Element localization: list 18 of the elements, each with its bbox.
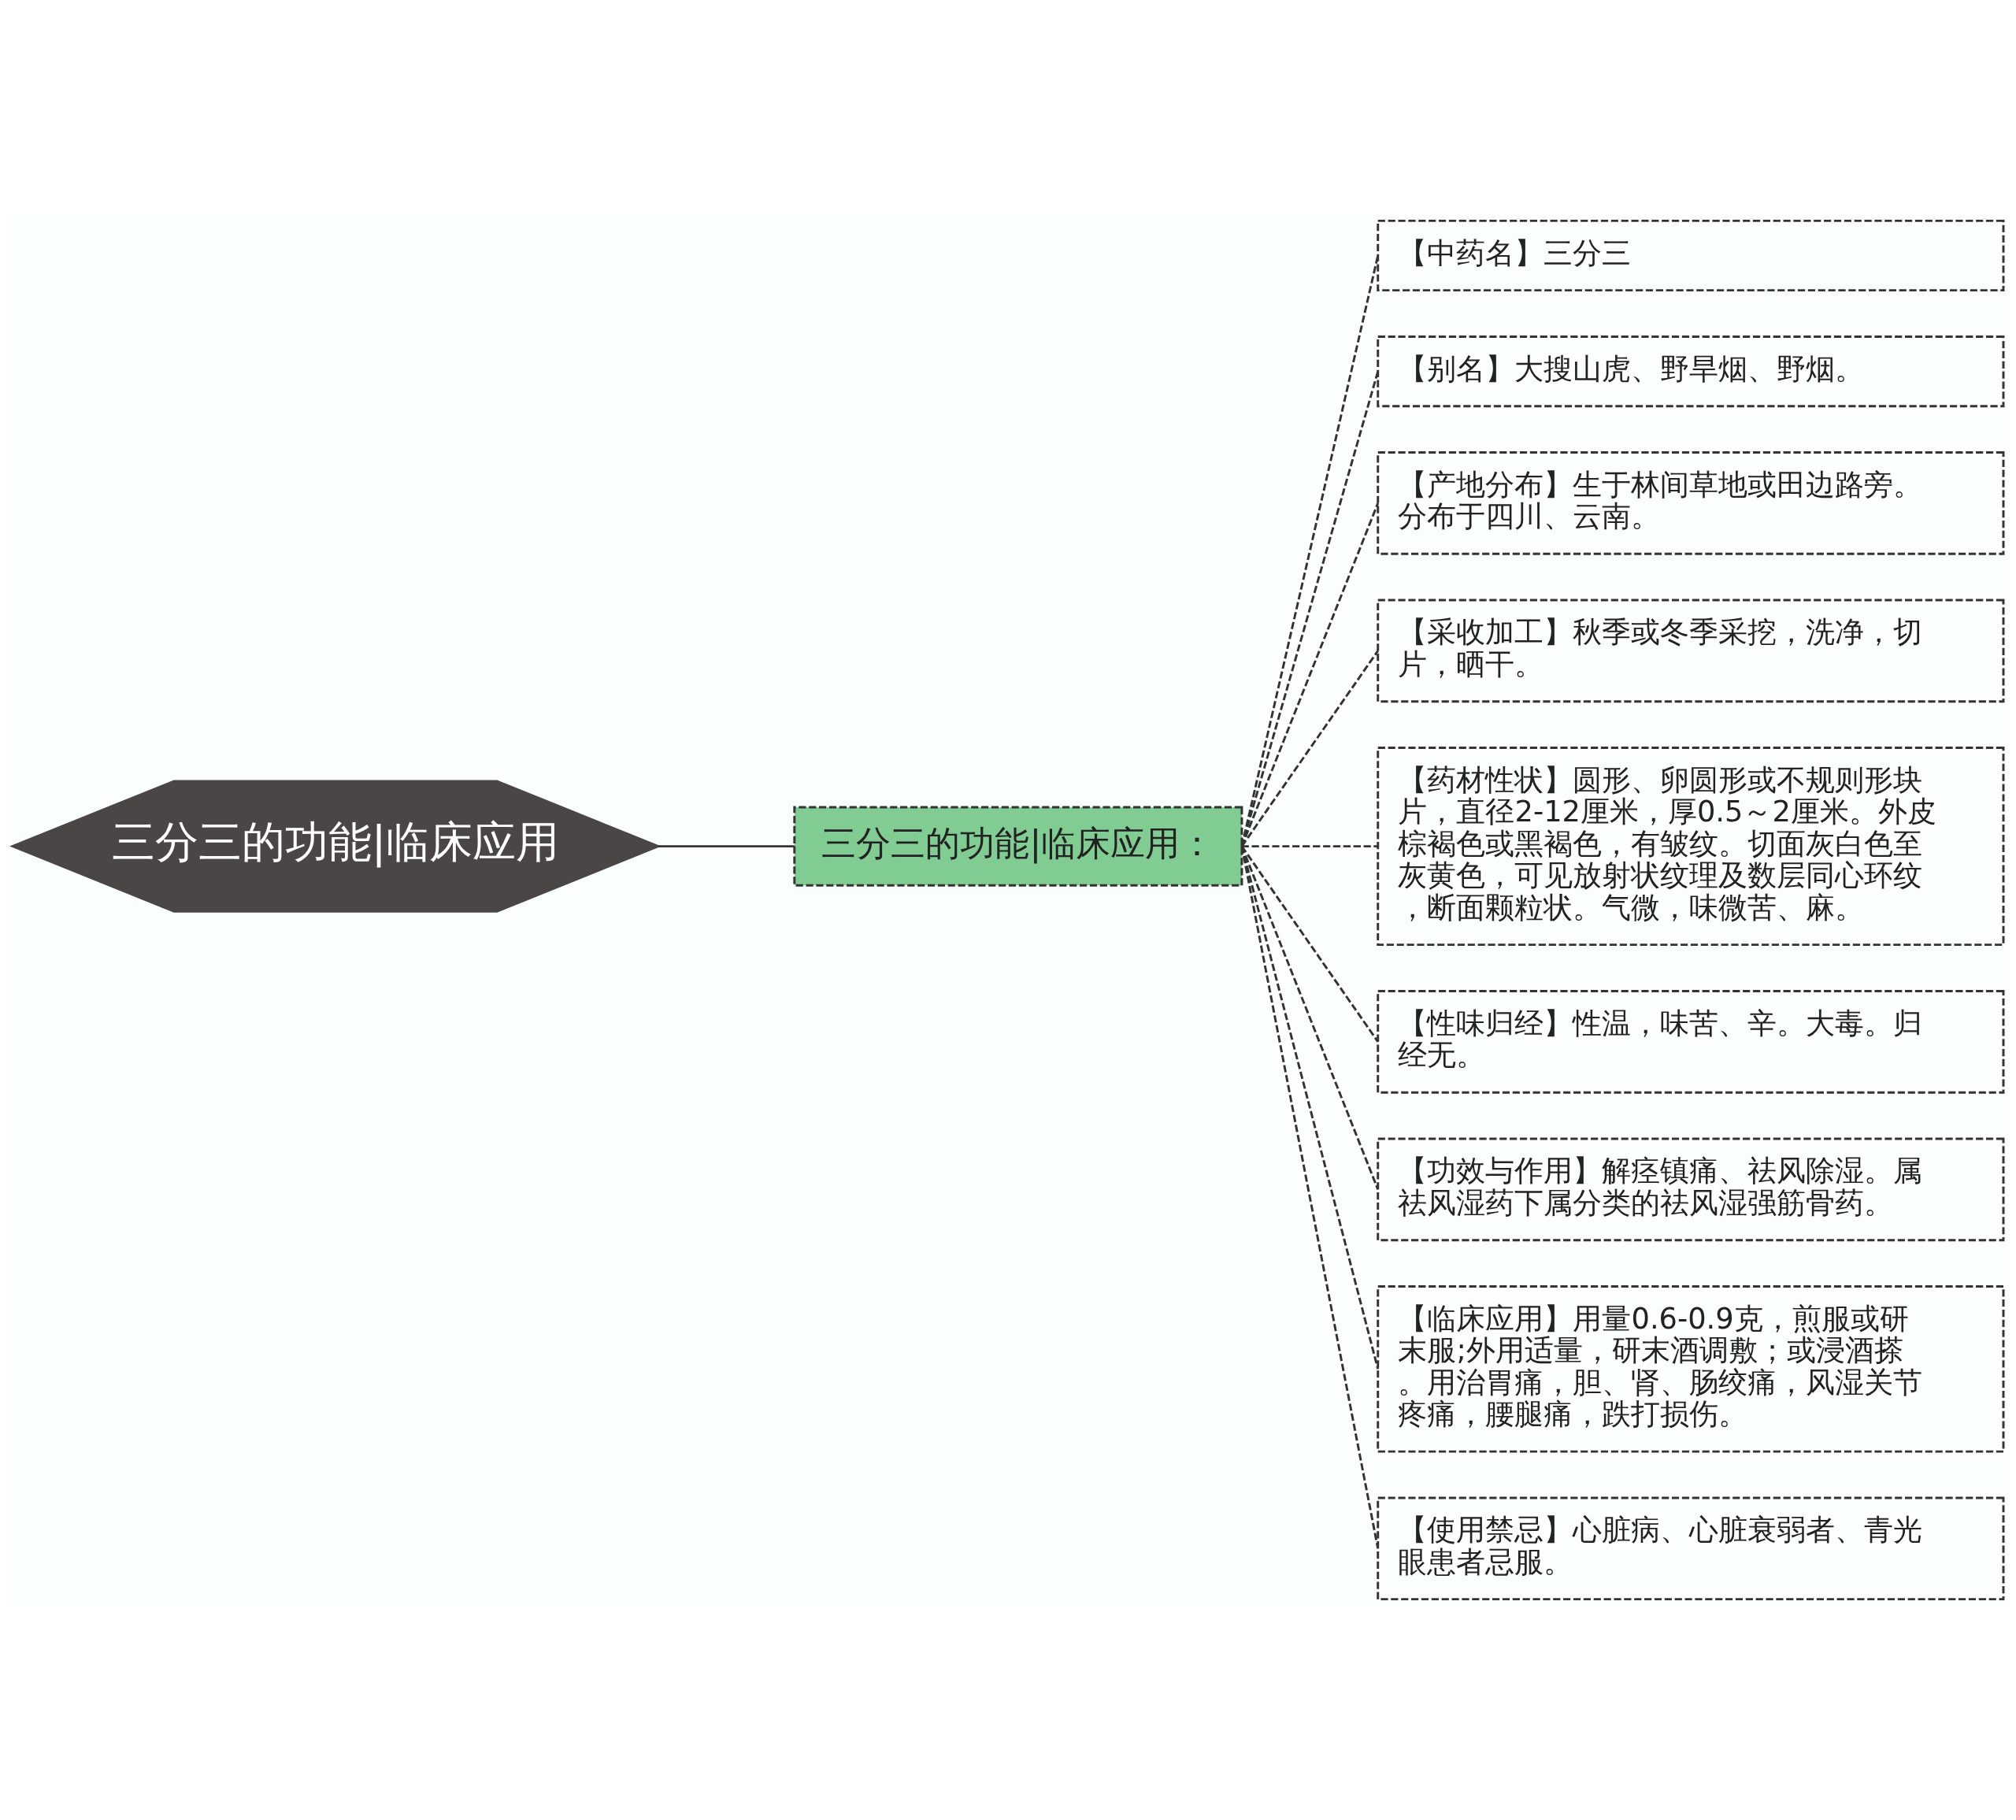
node-box: 【临床应用】用量0.6-0.9克，煎服或研末服;外用适量，研末酒调敷；或浸酒搽。用治胃痛，胆、肾、肠绞痛，风湿关节疼痛，腰腿痛，跌打损伤。 [1377,1285,2005,1453]
node-box: 【性味归经】性温，味苦、辛。大毒。归经无。 [1377,990,2005,1094]
connector [658,845,795,848]
node-box: 【采收加工】秋季或冬季采挖，洗净，切片，晒干。 [1377,599,2005,703]
node-box: 【使用禁忌】心脏病、心脏衰弱者、青光眼患者忌服。 [1377,1496,2005,1601]
connector [1240,371,1380,847]
connector [1240,846,1380,1190]
node-box: 【功效与作用】解痉镇痛、祛风除湿。属祛风湿药下属分类的祛风湿强筋骨药。 [1377,1137,2005,1242]
node-box: 【药材性状】圆形、卵圆形或不规则形块片，直径2-12厘米，厚0.5～2厘米。外皮棕褐色或黑褐色，有皱纹。切面灰白色至灰黄色，可见放射状纹理及数层同心环纹，断面颗粒状。气微，味微苦、麻。 [1377,747,2005,947]
node-box: 【中药名】三分三 [1377,219,2005,292]
connector [1240,846,1380,1370]
connector [1240,846,1380,1549]
node-box: 三分三的功能|临床应用： [793,806,1243,887]
connector [1240,502,1380,847]
node-box: 【别名】大搜山虎、野旱烟、野烟。 [1377,335,2005,408]
node-box: 【产地分布】生于林间草地或田边路旁。分布于四川、云南。 [1377,451,2005,555]
connector [1241,845,1378,848]
connector [1240,255,1380,847]
